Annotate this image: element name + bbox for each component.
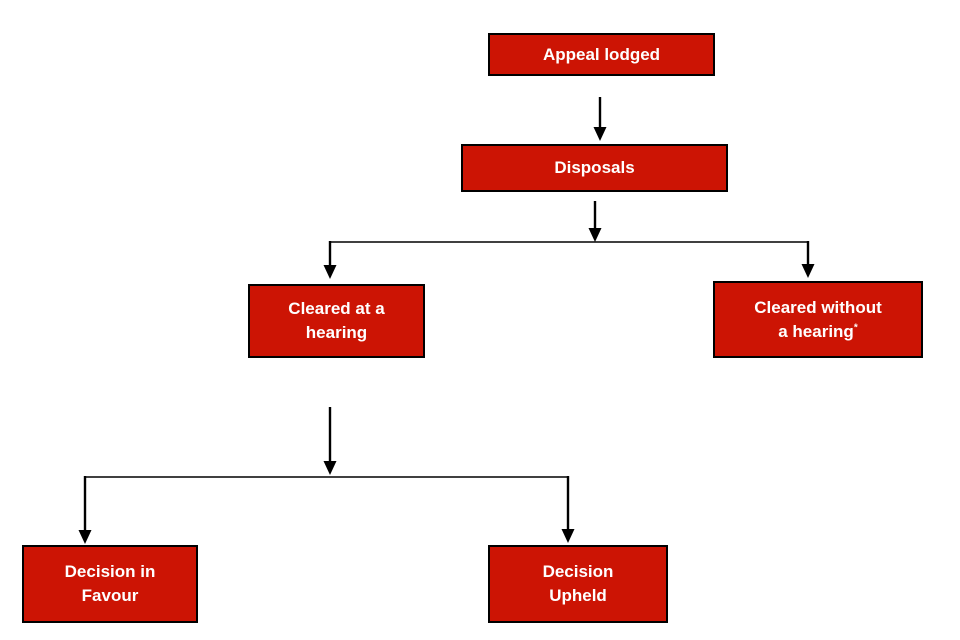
node-label: Disposals: [554, 158, 635, 177]
edge-appeal-to-disposals: [593, 97, 607, 141]
arrowhead-down-icon: [561, 529, 575, 543]
node-decision-upheld: Decision Upheld: [488, 545, 668, 623]
edge-disposals-to-cleared-without-hearing: [801, 241, 815, 278]
node-label: Appeal lodged: [542, 44, 661, 64]
edge-disposals-branch: [330, 201, 808, 243]
node-cleared-without-hearing: Cleared without a hearing*: [713, 281, 923, 358]
edge-cleared-at-hearing-to-decision-upheld: [561, 476, 575, 543]
node-disposals: Disposals: [461, 144, 728, 192]
arrowhead-down-icon: [323, 265, 337, 279]
node-label: Cleared at a hearing: [288, 299, 385, 342]
edge-cleared-at-hearing-branch: [85, 407, 568, 478]
node-cleared-at-hearing: Cleared at a hearing: [248, 284, 425, 358]
edge-disposals-to-cleared-at-hearing: [323, 241, 337, 279]
footnote-marker: *: [853, 321, 858, 333]
node-appeal-lodged: Appeal lodged: [488, 33, 715, 76]
node-label: Decision in Favour: [64, 562, 156, 605]
arrowhead-down-icon: [588, 228, 602, 242]
edge-cleared-at-hearing-to-decision-in-favour: [78, 476, 92, 544]
arrowhead-down-icon: [323, 461, 337, 475]
arrowhead-down-icon: [801, 264, 815, 278]
node-decision-in-favour: Decision in Favour: [22, 545, 198, 623]
arrowhead-down-icon: [78, 530, 92, 544]
node-label: Cleared without a hearing*: [754, 297, 882, 341]
node-label: Decision Upheld: [542, 562, 614, 605]
arrowhead-down-icon: [593, 127, 607, 141]
